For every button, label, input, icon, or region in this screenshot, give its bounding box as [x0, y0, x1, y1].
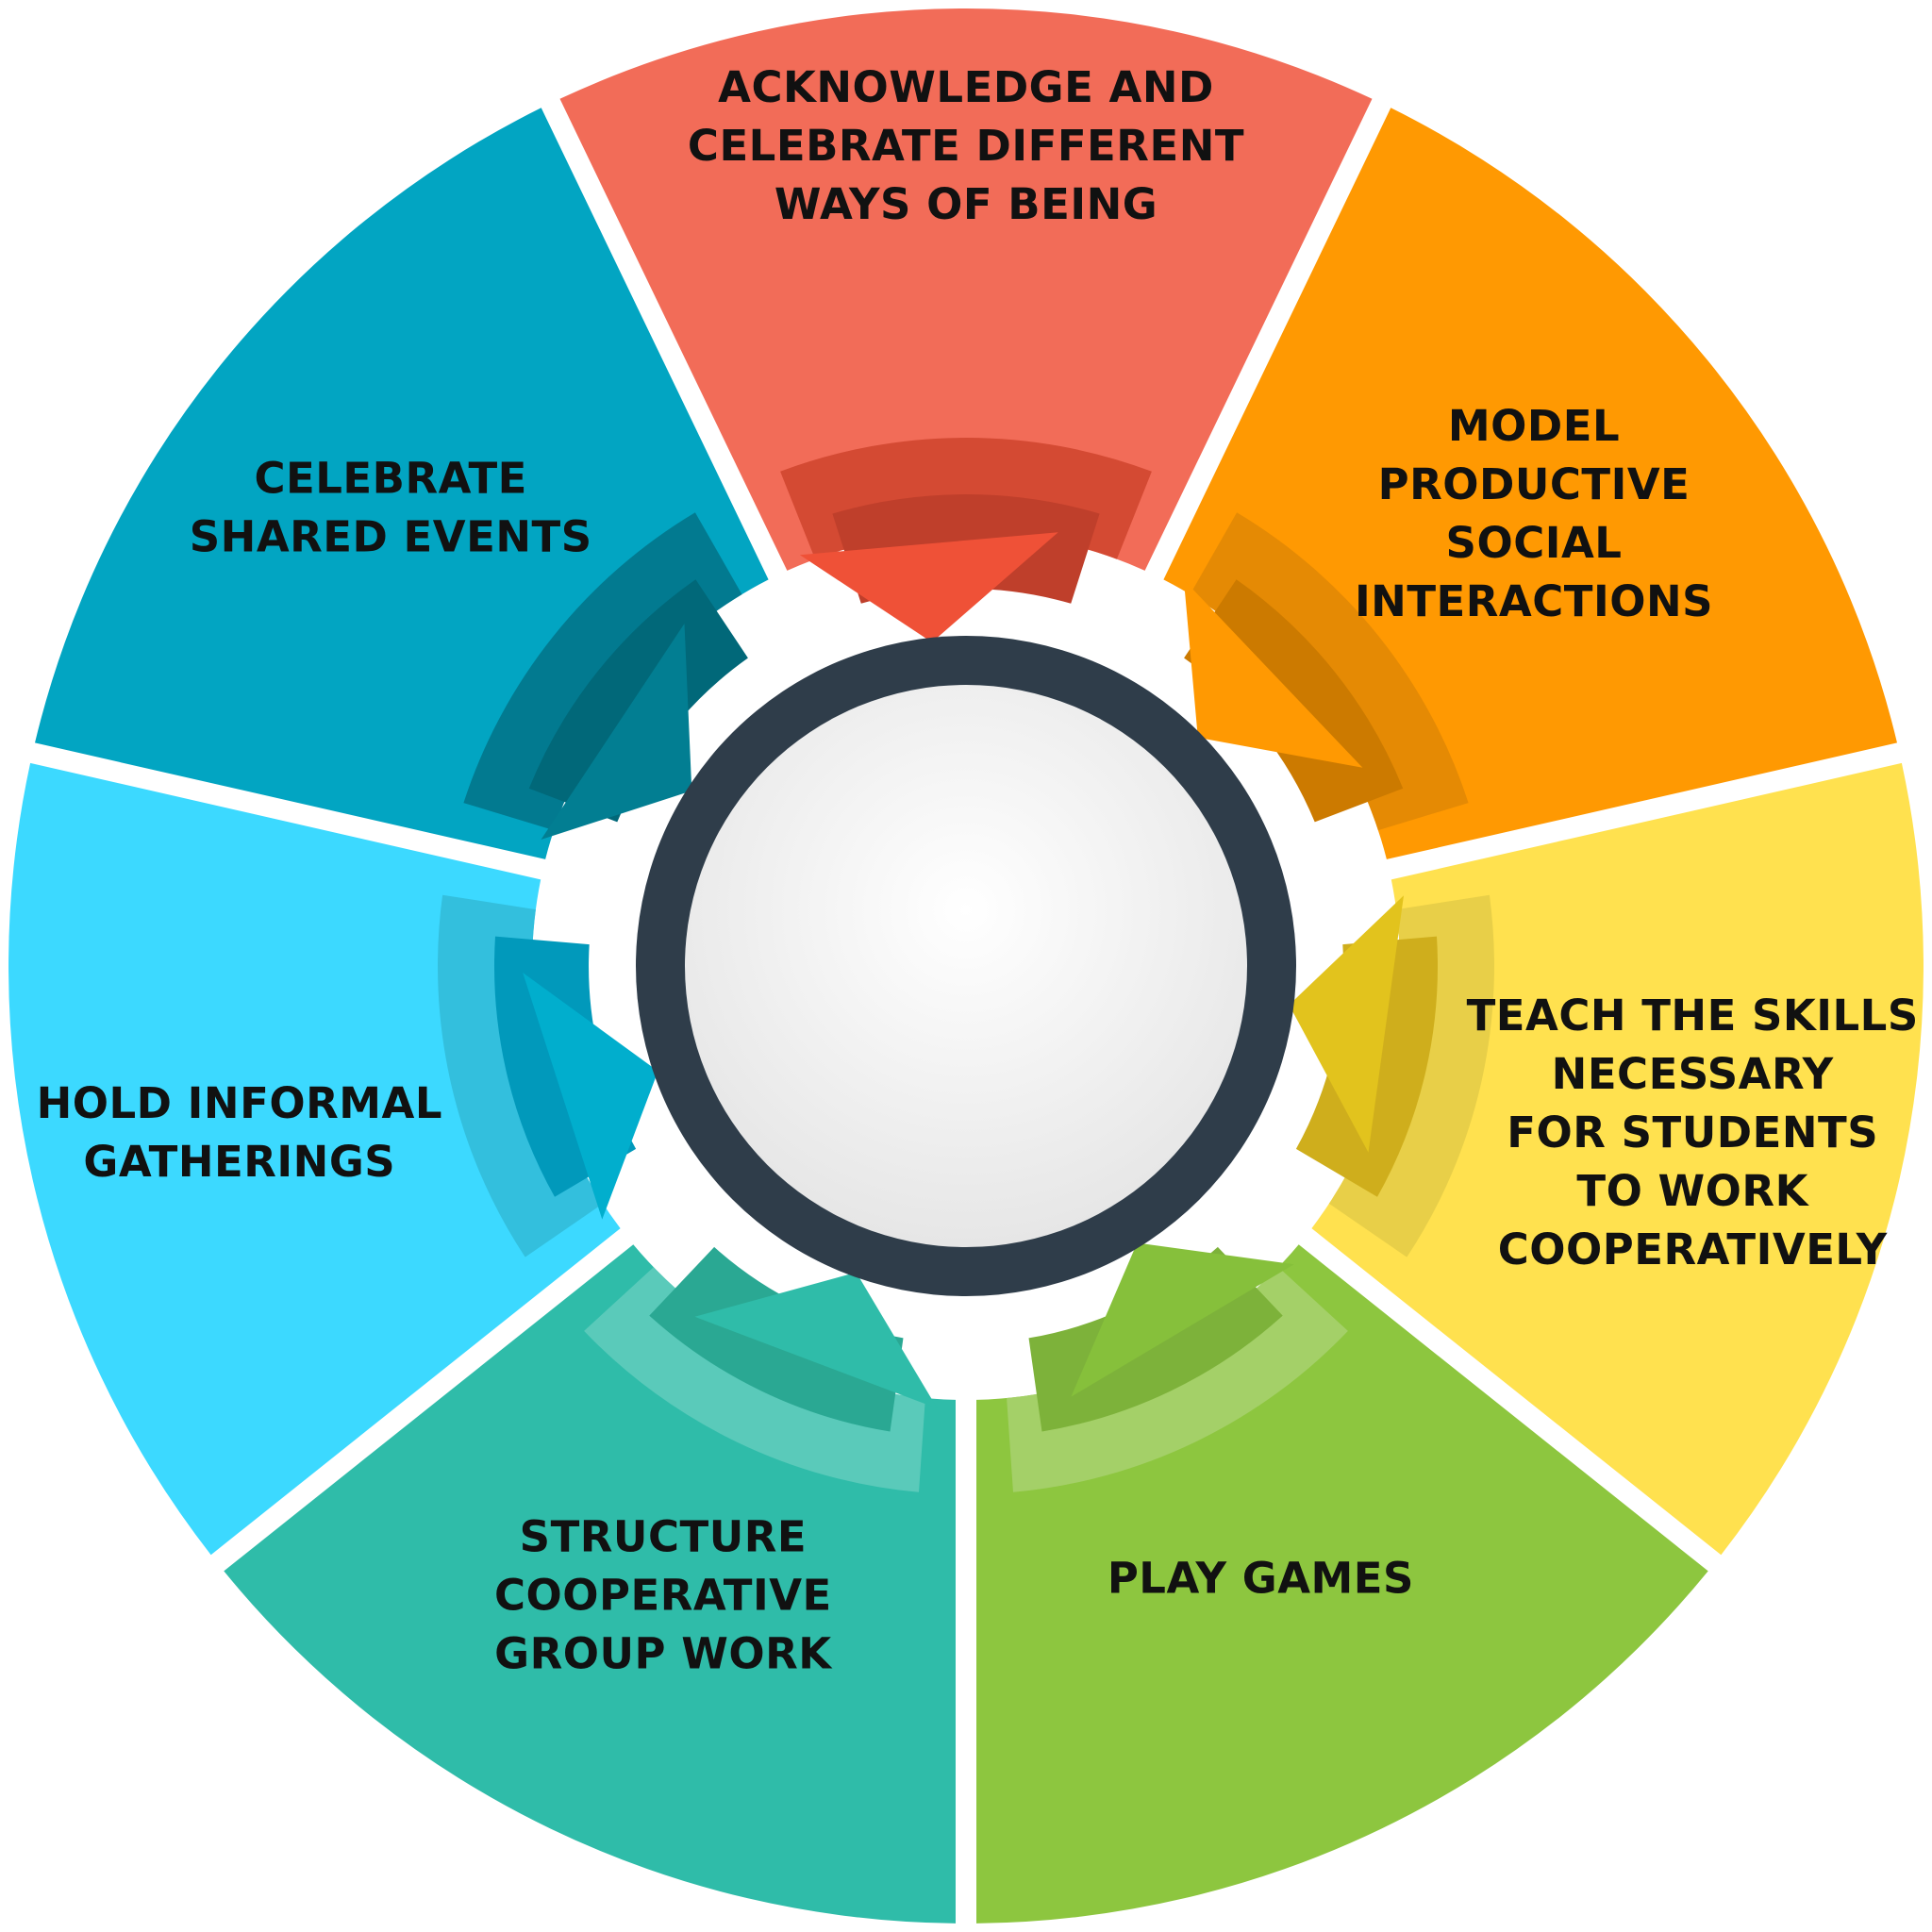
segment-2-label-line-0: TEACH THE SKILLS — [1467, 991, 1919, 1041]
segment-4-label: STRUCTURE COOPERATIVE GROUP WORK — [494, 1512, 833, 1679]
segment-1-label-line-1: PRODUCTIVE — [1378, 459, 1690, 509]
segment-1-label: MODEL PRODUCTIVE SOCIAL INTERACTIONS — [1355, 401, 1713, 626]
segment-0-label-line-1: CELEBRATE DIFFERENT — [688, 121, 1244, 171]
segment-6-label: CELEBRATE SHARED EVENTS — [190, 454, 592, 562]
segment-2-label-line-1: NECESSARY — [1552, 1049, 1835, 1099]
segment-5-label-line-0: HOLD INFORMAL — [37, 1078, 442, 1128]
segment-5-arrow — [523, 973, 658, 1220]
segment-1-arrow — [1183, 579, 1363, 768]
segment-2-label: TEACH THE SKILLS NECESSARY FOR STUDENTS TO … — [1467, 991, 1919, 1274]
segment-3-label-line-0: PLAY GAMES — [1108, 1554, 1414, 1604]
segment-1-label-line-0: MODEL — [1448, 401, 1620, 451]
segment-1-label-line-3: INTERACTIONS — [1355, 576, 1713, 626]
arrows-layer — [523, 532, 1404, 1408]
segment-5-label-line-1: GATHERINGS — [83, 1137, 395, 1187]
labels-layer: ACKNOWLEDGE AND CELEBRATE DIFFERENT WAYS O… — [37, 62, 1919, 1679]
segment-4-label-line-1: COOPERATIVE — [494, 1571, 832, 1621]
segment-0-label-line-2: WAYS OF BEING — [774, 179, 1158, 229]
segment-0-petal — [559, 8, 1373, 571]
segment-3-arrow — [1071, 1242, 1294, 1397]
segment-4-arrow — [694, 1272, 938, 1408]
segment-6-arrow — [541, 624, 692, 840]
segment-2-label-line-2: FOR STUDENTS — [1507, 1108, 1878, 1158]
segment-2-label-line-4: COOPERATIVELY — [1498, 1224, 1889, 1274]
segment-4-label-line-0: STRUCTURE — [520, 1512, 807, 1562]
segment-4-label-line-2: GROUP WORK — [494, 1629, 833, 1679]
segment-0-arrow — [799, 532, 1058, 642]
segment-0-label-line-0: ACKNOWLEDGE AND — [718, 62, 1214, 112]
hub-center — [685, 685, 1247, 1247]
segment-2-arrow — [1289, 895, 1404, 1153]
segment-5-label: HOLD INFORMAL GATHERINGS — [37, 1078, 442, 1187]
segment-3-label: PLAY GAMES — [1108, 1554, 1414, 1604]
segment-6-label-line-1: SHARED EVENTS — [190, 512, 592, 562]
segment-6-label-line-0: CELEBRATE — [254, 454, 526, 504]
segment-2-label-line-3: TO WORK — [1576, 1166, 1809, 1216]
segment-1-label-line-2: SOCIAL — [1446, 518, 1623, 568]
segment-0-label: ACKNOWLEDGE AND CELEBRATE DIFFERENT WAYS O… — [688, 62, 1244, 229]
